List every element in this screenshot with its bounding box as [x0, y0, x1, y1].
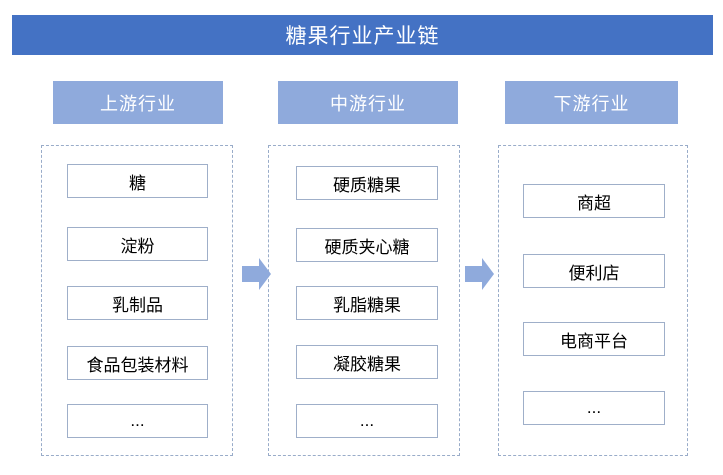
midstream-item-ellipsis: ...: [296, 404, 438, 438]
upstream-item-dairy: 乳制品: [67, 286, 208, 320]
upstream-group-box: 糖 淀粉 乳制品 食品包装材料 ...: [41, 145, 233, 456]
upstream-item-starch: 淀粉: [67, 227, 208, 261]
header-downstream: 下游行业: [505, 81, 678, 124]
header-midstream: 中游行业: [278, 81, 458, 124]
header-upstream: 上游行业: [53, 81, 223, 124]
midstream-item-hard-candy: 硬质糖果: [296, 166, 438, 200]
midstream-item-filled-candy: 硬质夹心糖: [296, 228, 438, 262]
midstream-item-gel-candy: 凝胶糖果: [296, 345, 438, 379]
arrow-upstream-to-midstream-icon: [242, 258, 271, 290]
downstream-item-ecommerce: 电商平台: [523, 322, 665, 356]
midstream-group-box: 硬质糖果 硬质夹心糖 乳脂糖果 凝胶糖果 ...: [268, 145, 460, 456]
upstream-item-ellipsis: ...: [67, 404, 208, 438]
downstream-item-convenience-store: 便利店: [523, 254, 665, 288]
arrow-midstream-to-downstream-icon: [465, 258, 494, 290]
upstream-item-packaging: 食品包装材料: [67, 346, 208, 380]
downstream-item-supermarket: 商超: [523, 184, 665, 218]
upstream-item-sugar: 糖: [67, 164, 208, 198]
downstream-group-box: 商超 便利店 电商平台 ...: [498, 145, 688, 456]
downstream-item-ellipsis: ...: [523, 391, 665, 425]
diagram-title: 糖果行业产业链: [285, 25, 440, 48]
diagram-title-bar: 糖果行业产业链: [12, 15, 713, 55]
midstream-item-milk-candy: 乳脂糖果: [296, 286, 438, 320]
